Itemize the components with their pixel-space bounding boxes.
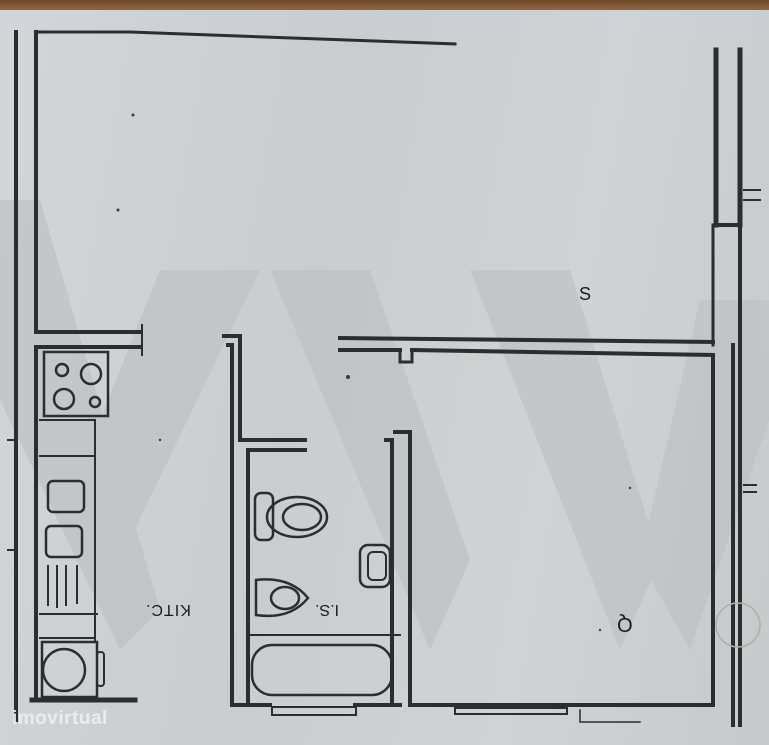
room-label-kitchen: KITC. <box>145 601 191 618</box>
room-label-bedroom: Q <box>617 613 633 635</box>
room-label-bathroom: I.S. <box>315 601 340 618</box>
room-label-sala: S <box>579 284 592 304</box>
stamp-circle <box>715 602 761 648</box>
imovirtual-watermark: imovirtual <box>12 708 108 729</box>
kw-watermark-icon <box>0 200 769 650</box>
